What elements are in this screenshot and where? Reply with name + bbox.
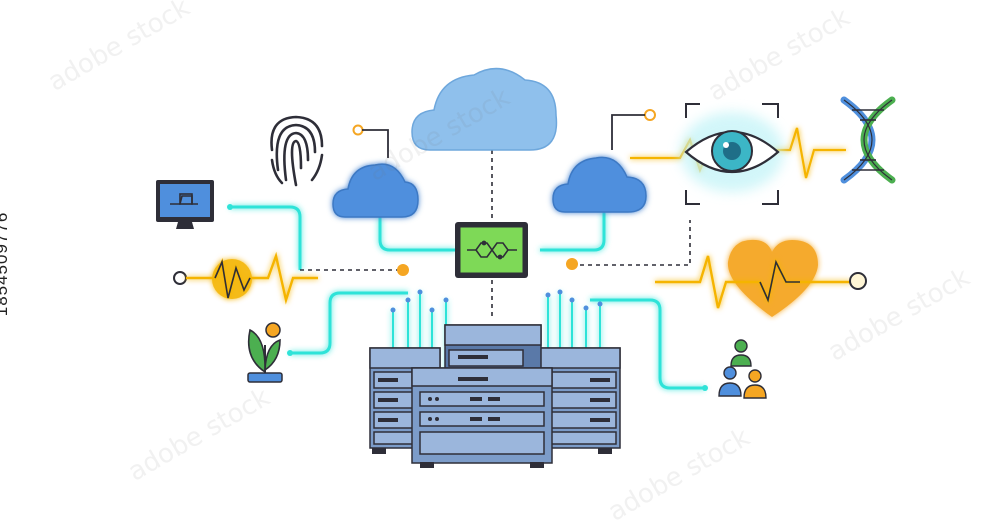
eye-icon [630,104,846,204]
dna-icon [844,100,892,180]
people-icon [702,340,766,398]
heart-icon [655,240,866,317]
heartbeat-icon [174,256,318,300]
cloud-icon [412,69,556,150]
plant-icon [248,323,293,382]
fingerprint-icon [272,117,323,185]
server-icon [370,290,620,469]
cloud-icon [553,157,646,212]
cloud-icon [333,164,418,217]
chip-icon [455,222,528,278]
monitor-icon [156,180,233,229]
